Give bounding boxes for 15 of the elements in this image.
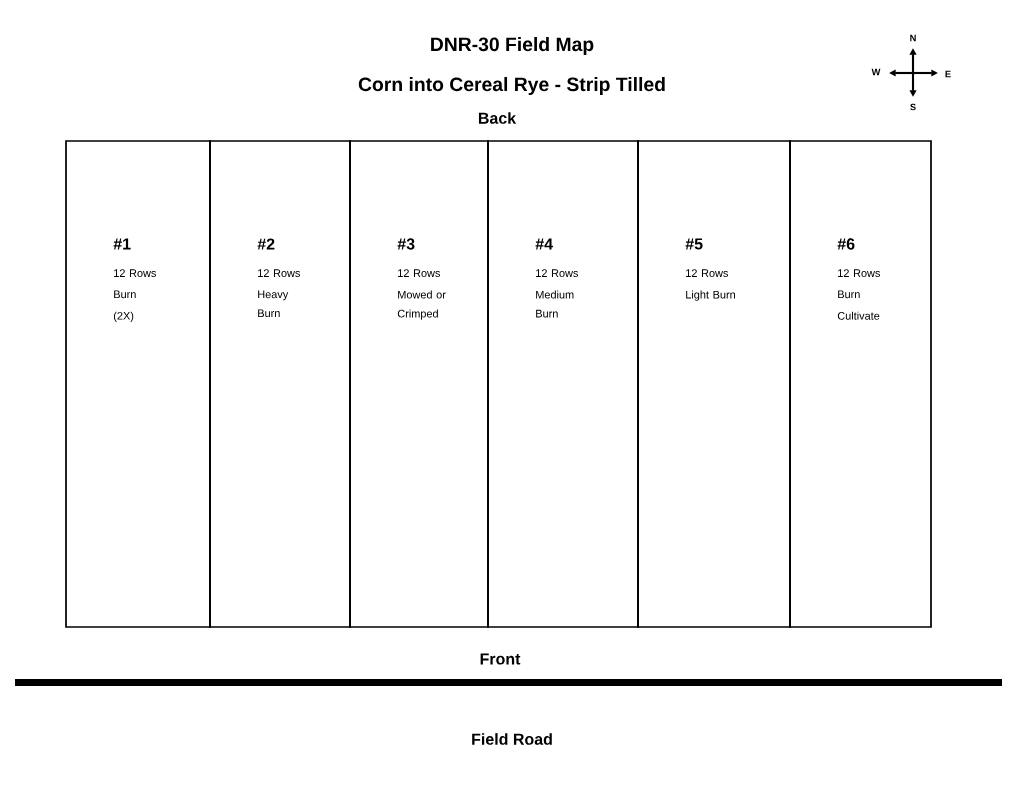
plot-box: #5 12 Rows Light Burn xyxy=(637,140,791,628)
plot-box: #6 12 Rows Burn Cultivate xyxy=(789,140,932,628)
compass-letter: W xyxy=(871,68,881,76)
side-label: Back xyxy=(478,112,517,124)
plot-box: #2 12 Rows Heavy Burn xyxy=(209,140,351,628)
side-label: Front xyxy=(480,653,521,665)
plot-box: #4 12 Rows Medium Burn xyxy=(487,140,639,628)
compass-letter: S xyxy=(910,103,916,111)
title: DNR-30 Field Map xyxy=(431,37,594,55)
subtitle: Corn into Cereal Rye - Strip Tilled xyxy=(358,77,665,95)
plot-box: #1 12 Rows Burn (2X) xyxy=(65,140,211,628)
compass-letter: N xyxy=(910,34,916,42)
compass-letter: E xyxy=(945,70,951,78)
plot-box: #3 12 Rows Mowed or Crimped xyxy=(349,140,489,628)
road-label: Field Road xyxy=(472,733,552,745)
